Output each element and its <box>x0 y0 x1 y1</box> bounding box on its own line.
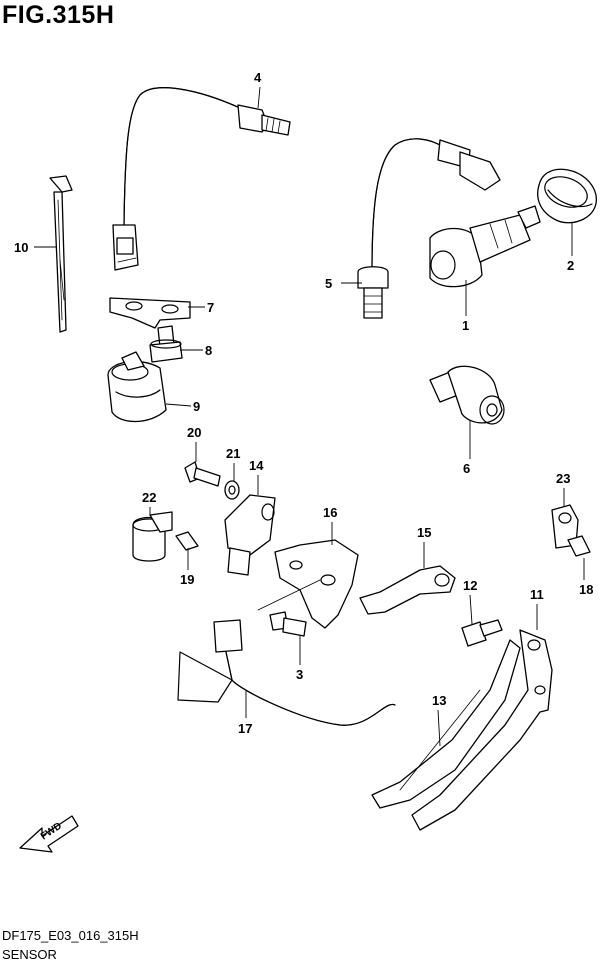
leader-lines <box>34 86 585 747</box>
part-10-cable-tie[interactable] <box>49 175 73 333</box>
footer-section-name: SENSOR <box>2 947 57 962</box>
part-22-holder[interactable] <box>132 511 173 562</box>
callout-6: 6 <box>463 461 471 476</box>
callout-11: 11 <box>530 587 544 602</box>
part-7-clamp-plate[interactable] <box>109 297 191 329</box>
callout-15: 15 <box>417 525 432 540</box>
footer-drawing-code: DF175_E03_016_315H <box>2 928 139 943</box>
part-21-washer[interactable] <box>224 480 240 500</box>
callout-16: 16 <box>323 505 338 520</box>
callout-12: 12 <box>463 578 478 593</box>
part-19-screw[interactable] <box>175 531 199 551</box>
callout-13: 13 <box>432 693 447 708</box>
fwd-arrow-icon <box>19 815 79 853</box>
part-4-sensor-with-cable[interactable] <box>112 87 291 271</box>
callout-20: 20 <box>187 425 202 440</box>
part-11-arm[interactable] <box>411 629 553 831</box>
part-17-harness[interactable] <box>177 619 396 726</box>
part-5-sensor-with-cable[interactable] <box>357 138 501 319</box>
callout-7: 7 <box>207 300 215 315</box>
callout-8: 8 <box>205 343 213 358</box>
part-14-sensor[interactable] <box>224 494 276 576</box>
callout-9: 9 <box>193 399 201 414</box>
callout-4: 4 <box>254 70 262 85</box>
callout-3: 3 <box>296 667 304 682</box>
part-9-holder[interactable] <box>107 351 167 423</box>
figure-title: FIG.315H <box>2 1 115 29</box>
part-1-sender-unit[interactable] <box>429 205 541 288</box>
leader-line <box>165 403 192 407</box>
callout-17: 17 <box>238 721 253 736</box>
part-18-screw[interactable] <box>567 535 591 557</box>
part-8-bolt[interactable] <box>149 325 183 363</box>
callout-2: 2 <box>567 258 575 273</box>
leader-line <box>437 709 441 747</box>
callout-22: 22 <box>142 490 157 505</box>
part-3-screw[interactable] <box>269 611 307 637</box>
part-20-bolt[interactable] <box>184 461 221 487</box>
leader-line <box>469 594 473 625</box>
leader-line <box>257 86 261 109</box>
callout-5: 5 <box>325 276 333 291</box>
callout-18: 18 <box>579 582 594 597</box>
callout-23: 23 <box>556 471 571 486</box>
callout-1: 1 <box>462 318 470 333</box>
callout-14: 14 <box>249 458 264 473</box>
part-16-bracket[interactable] <box>257 539 359 629</box>
part-2-grommet[interactable] <box>537 168 597 224</box>
part-6-sensor[interactable] <box>429 365 505 425</box>
part-15-lever[interactable] <box>359 565 456 615</box>
part-12-bolt[interactable] <box>461 619 503 647</box>
callout-10: 10 <box>14 240 29 255</box>
part-23-clip[interactable] <box>551 504 579 549</box>
callout-19: 19 <box>180 572 195 587</box>
part-13-linkage-rod[interactable] <box>371 639 521 809</box>
callout-21: 21 <box>226 446 241 461</box>
